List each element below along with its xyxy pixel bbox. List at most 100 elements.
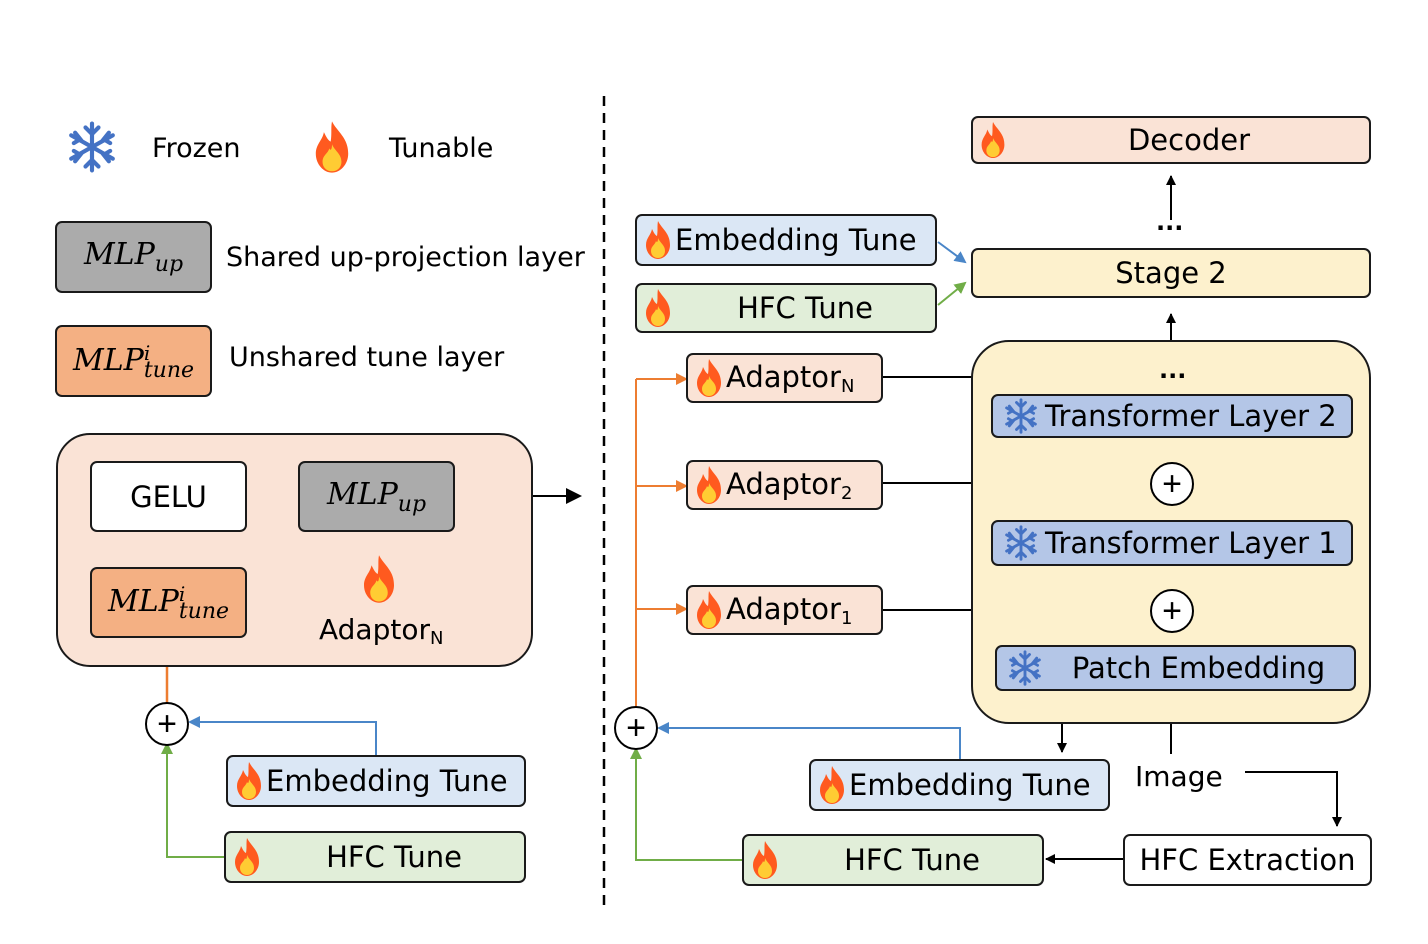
bottom-hfc-tune-label: HFC Tune xyxy=(844,843,980,877)
patch-embedding-label: Patch Embedding xyxy=(1071,651,1326,685)
top-embedding-flame-icon xyxy=(641,220,675,260)
snowflake-icon xyxy=(66,120,118,174)
left-hfc-tune-label: HFC Tune xyxy=(326,840,462,874)
legend-unshared-desc: Unshared tune layer xyxy=(229,342,505,373)
adaptor-2-flame-svg xyxy=(697,466,721,504)
adaptor-n-box: AdaptorN xyxy=(686,353,883,403)
adaptor-n-sub: N xyxy=(840,375,855,397)
left-embedding-flame-icon xyxy=(232,761,266,801)
plus-symbol-1: + xyxy=(1162,592,1182,630)
bottom-embedding-flame-svg xyxy=(820,766,844,804)
right-hfc-arrow xyxy=(630,747,743,861)
bottom-hfc-flame-svg xyxy=(753,841,777,879)
gelu-label: GELU xyxy=(130,479,207,514)
legend-mlp-tune-sub: tune xyxy=(143,357,195,383)
top-embedding-tune-label: Embedding Tune xyxy=(675,223,917,257)
legend-mlp-tune-base: MLP xyxy=(72,342,144,378)
bottom-embedding-tune-label: Embedding Tune xyxy=(849,768,1091,802)
emb-top-to-stage2 xyxy=(937,241,967,264)
detail-adaptor-sub: N xyxy=(430,628,444,649)
gelu-box: GELU xyxy=(90,461,247,532)
stage2-box: Stage 2 xyxy=(971,248,1371,298)
right-plus-node: + xyxy=(614,706,658,750)
patch-snowflake-svg xyxy=(1009,650,1041,686)
detail-adaptor-label: AdaptorN xyxy=(319,613,443,649)
left-hfc-flame-icon xyxy=(230,837,264,877)
transformer-layer-2-label: Transformer Layer 2 xyxy=(1045,399,1337,433)
adaptor-1-box: Adaptor1 xyxy=(686,585,883,635)
image-to-hfc-extraction xyxy=(1245,771,1342,827)
legend-mlp-tune-sup: i xyxy=(143,340,151,365)
detail-mlp-tune-base: MLP xyxy=(107,584,179,619)
right-plus-symbol: + xyxy=(626,709,646,747)
hfc-top-to-stage2 xyxy=(937,281,967,306)
adaptor-n-base: Adaptor xyxy=(726,359,841,394)
left-plus-node: + xyxy=(145,702,189,746)
adaptor-n-flame-svg xyxy=(697,359,721,397)
transformer-layer-2-box: Transformer Layer 2 xyxy=(991,394,1353,438)
left-embedding-flame-svg xyxy=(237,762,261,800)
adaptor-1-flame-icon xyxy=(692,590,726,630)
bottom-embedding-tune-box: Embedding Tune xyxy=(809,759,1110,811)
patch-snowflake-icon xyxy=(1007,650,1043,686)
top-hfc-tune-box: HFC Tune xyxy=(635,283,937,333)
legend-frozen-label: Frozen xyxy=(152,133,241,164)
bottom-hfc-tune-box: HFC Tune xyxy=(742,834,1044,886)
plus-symbol-2: + xyxy=(1162,465,1182,503)
decoder-box: Decoder xyxy=(971,116,1371,164)
bottom-hfc-flame-icon xyxy=(748,840,782,880)
adaptor-2-label: Adaptor2 xyxy=(726,467,852,504)
adaptor-2-base: Adaptor xyxy=(726,466,841,501)
ellipsis-top: ... xyxy=(1156,208,1184,236)
bottom-embedding-flame-icon xyxy=(815,765,849,805)
left-embedding-arrow xyxy=(188,716,377,755)
decoder-label: Decoder xyxy=(1127,123,1251,157)
flame-icon xyxy=(310,120,354,174)
decoder-flame-icon xyxy=(977,121,1009,159)
stage2-label: Stage 2 xyxy=(1115,256,1227,290)
layer2-snowflake-icon xyxy=(1003,398,1039,434)
detail-flame-icon-svg xyxy=(364,555,394,603)
transformer-layer-1-box: Transformer Layer 1 xyxy=(991,520,1353,566)
left-embedding-tune-label: Embedding Tune xyxy=(266,764,508,798)
snowflake-icon-svg xyxy=(69,121,115,173)
ellipsis-mid: ... xyxy=(1159,356,1187,384)
top-hfc-flame-svg xyxy=(646,289,670,327)
layer2-snowflake-svg xyxy=(1005,398,1037,434)
detail-mlp-up-formula: MLPup xyxy=(327,477,426,517)
detail-mlp-up-box: MLPup xyxy=(298,461,455,532)
decoder-flame-svg xyxy=(981,121,1005,159)
top-hfc-tune-label: HFC Tune xyxy=(737,291,873,325)
flame-icon-svg xyxy=(315,121,349,173)
legend-mlp-up-base: MLP xyxy=(83,237,155,272)
legend-shared-desc: Shared up-projection layer xyxy=(226,242,585,273)
detail-mlp-up-sub: up xyxy=(397,491,427,517)
detail-mlp-tune-sup: i xyxy=(178,582,186,606)
adaptor-n-flame-icon xyxy=(692,358,726,398)
image-label: Image xyxy=(1135,760,1223,793)
hfc-extraction-box: HFC Extraction xyxy=(1123,834,1372,886)
adaptor-2-flame-icon xyxy=(692,465,726,505)
top-embedding-tune-box: Embedding Tune xyxy=(635,214,937,266)
legend-mlp-up-formula: MLPup xyxy=(84,237,183,277)
transformer-layer-1-label: Transformer Layer 1 xyxy=(1045,526,1337,560)
adaptor-2-sub: 2 xyxy=(840,482,853,504)
adaptor-1-label: Adaptor1 xyxy=(726,592,852,629)
detail-flame-icon xyxy=(359,554,399,604)
top-hfc-flame-icon xyxy=(641,288,675,328)
adaptor-1-flame-svg xyxy=(697,591,721,629)
plus-node-2: + xyxy=(1150,462,1194,506)
detail-mlp-up-base: MLP xyxy=(326,476,398,512)
adaptor-1-sub: 1 xyxy=(840,607,853,629)
left-plus-symbol: + xyxy=(157,705,177,743)
left-hfc-arrow xyxy=(161,742,226,858)
right-embedding-arrow xyxy=(657,722,961,759)
adaptor-1-base: Adaptor xyxy=(726,591,841,626)
detail-mlp-tune-sub: tune xyxy=(178,599,230,624)
